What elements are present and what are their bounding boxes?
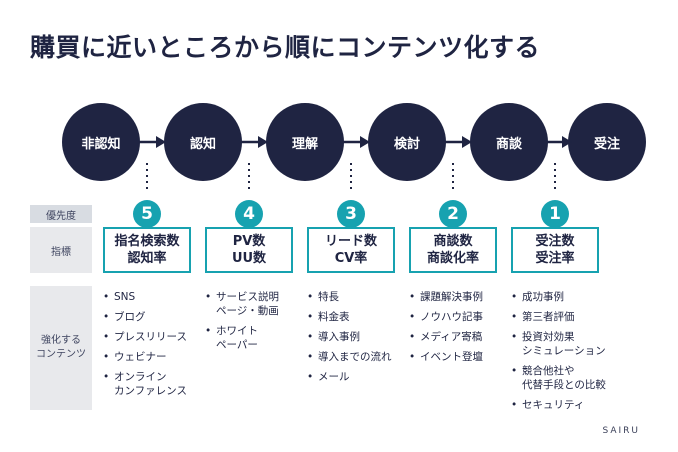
kpi-line: 商談化率 [426,251,479,266]
list-item: 導入までの流れ [307,350,392,364]
kpi-line: 商談数 [433,234,473,249]
list-item: ノウハウ記事 [409,310,483,324]
list-item: 成功事例 [511,290,606,304]
kpi-box: PV数 UU数 [205,227,293,273]
kpi-box: 受注数 受注率 [511,227,599,273]
content-list: 課題解決事例 ノウハウ記事 メディア寄稿 イベント登壇 [409,290,483,370]
content-list: サービス説明 ページ・動画 ホワイト ペーパー [205,290,279,358]
list-item: SNS [103,290,187,304]
kpi-box: リード数 CV率 [307,227,395,273]
kpi-box: 指名検索数 認知率 [103,227,191,273]
kpi-line: 受注率 [535,251,575,266]
priority-badge: 4 [235,200,263,228]
content-list: SNS ブログ プレスリリース ウェビナー オンライン カンファレンス [103,290,187,404]
list-item: 導入事例 [307,330,392,344]
row-label-contents-line1: 強化する [41,335,81,346]
dotted-connector [452,163,454,193]
stage-circle: 理解 [266,103,344,181]
dotted-connector [554,163,556,193]
list-item: 料金表 [307,310,392,324]
arrow-right-icon [136,136,166,148]
kpi-line: 指名検索数 [114,234,180,249]
list-item: ブログ [103,310,187,324]
kpi-line: 受注数 [535,234,575,249]
priority-badge: 2 [439,200,467,228]
arrow-right-icon [340,136,370,148]
kpi-line: UU数 [231,251,267,266]
brand-logo: SAIRU [602,426,640,436]
kpi-line: PV数 [232,234,266,249]
arrow-right-icon [238,136,268,148]
list-item: セキュリティ [511,398,606,412]
kpi-box: 商談数 商談化率 [409,227,497,273]
stage-circle: 非認知 [62,103,140,181]
list-item: 投資対効果 シミュレーション [511,330,606,358]
arrow-right-icon [442,136,472,148]
row-label-contents-line2: コンテンツ [36,349,86,360]
list-item: オンライン カンファレンス [103,370,187,398]
list-item: 課題解決事例 [409,290,483,304]
row-label-priority: 優先度 [30,205,92,223]
kpi-line: リード数 [324,234,377,249]
stage-circle: 認知 [164,103,242,181]
stage-circle: 商談 [470,103,548,181]
list-item: ウェビナー [103,350,187,364]
dotted-connector [350,163,352,193]
list-item: サービス説明 ページ・動画 [205,290,279,318]
list-item: プレスリリース [103,330,187,344]
stage-circle: 検討 [368,103,446,181]
priority-badge: 3 [337,200,365,228]
kpi-line: CV率 [334,251,368,266]
arrow-right-icon [542,136,572,148]
row-label-kpi: 指標 [30,227,92,273]
content-list: 成功事例 第三者評価 投資対効果 シミュレーション 競合他社や 代替手段との比較… [511,290,606,418]
priority-badge: 1 [541,200,569,228]
kpi-line: 認知率 [127,251,167,266]
list-item: 第三者評価 [511,310,606,324]
list-item: 競合他社や 代替手段との比較 [511,364,606,392]
list-item: メディア寄稿 [409,330,483,344]
dotted-connector [146,163,148,193]
list-item: メール [307,370,392,384]
priority-badge: 5 [133,200,161,228]
stage-circle: 受注 [568,103,646,181]
page-title: 購買に近いところから順にコンテンツ化する [30,33,541,62]
list-item: イベント登壇 [409,350,483,364]
dotted-connector [248,163,250,193]
list-item: ホワイト ペーパー [205,324,279,352]
row-label-contents: 強化するコンテンツ [30,286,92,410]
content-list: 特長 料金表 導入事例 導入までの流れ メール [307,290,392,390]
list-item: 特長 [307,290,392,304]
